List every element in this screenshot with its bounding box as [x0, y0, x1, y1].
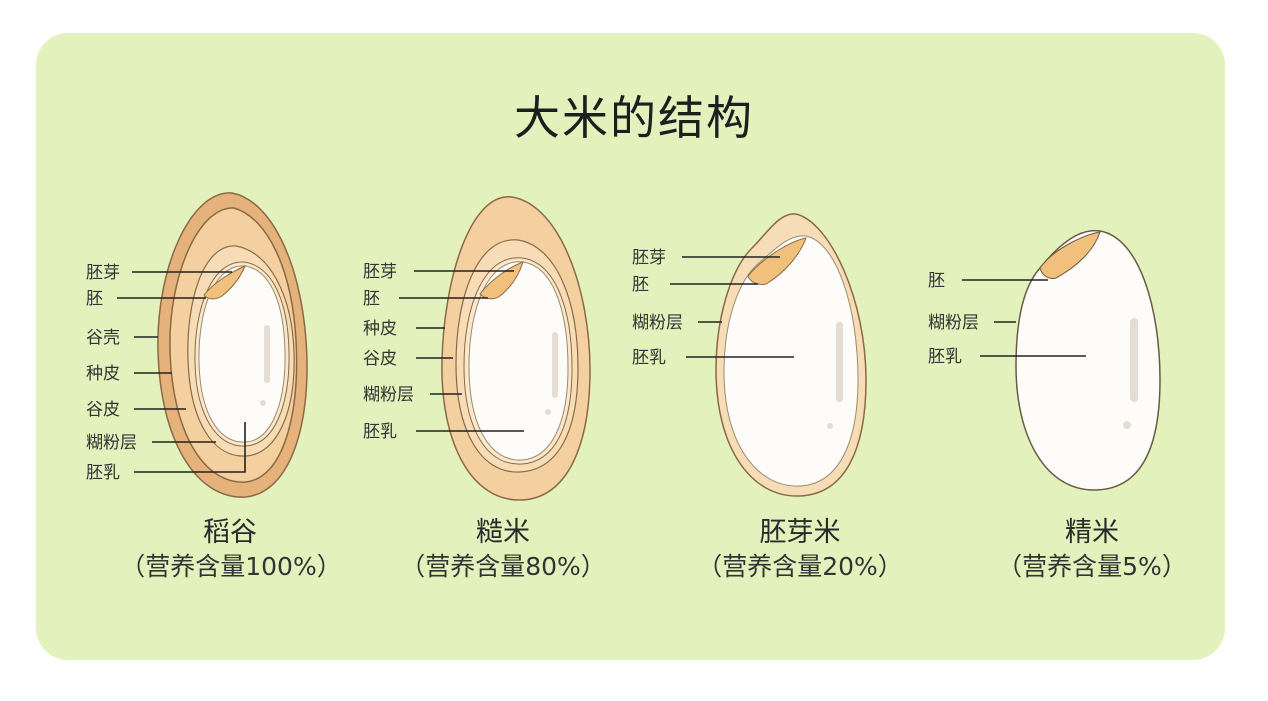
highlight-mark [552, 332, 558, 398]
highlight-dot [1123, 421, 1131, 429]
label-bran: 谷皮 [363, 349, 397, 369]
label-embryo: 胚 [363, 289, 380, 309]
leader-lines [670, 256, 794, 358]
label-endosperm: 胚乳 [928, 347, 962, 367]
label-embryo: 胚 [632, 275, 649, 295]
nutrition-paddy: （营养含量100%） [120, 552, 342, 581]
label-aleurone: 糊粉层 [363, 385, 414, 405]
nutrition-germ-rice: （营养含量20%） [697, 552, 903, 581]
label-endosperm: 胚乳 [86, 463, 120, 483]
embryo [1039, 231, 1101, 279]
endosperm [198, 265, 286, 443]
label-aleurone: 糊粉层 [86, 433, 137, 453]
grain-name-germ-rice: 胚芽米 [759, 517, 841, 548]
nutrition-brown-rice: （营养含量80%） [400, 552, 606, 581]
leader-lines [399, 270, 524, 432]
highlight-dot [827, 423, 833, 429]
highlight-mark [264, 325, 270, 383]
leader-lines [117, 271, 246, 473]
embryo [203, 265, 246, 300]
nutrition-polished-rice: （营养含量5%） [997, 552, 1187, 581]
label-endosperm: 胚乳 [363, 422, 397, 442]
label-embryo: 胚 [86, 289, 103, 309]
highlight-mark [1130, 318, 1138, 402]
grain-polished-rice: 胚 糊粉层 胚乳 [928, 230, 1161, 491]
grain-brown-rice: 胚芽 胚 种皮 谷皮 糊粉层 胚乳 [363, 196, 591, 501]
label-seed-coat: 种皮 [86, 364, 120, 384]
label-husk: 谷壳 [86, 328, 120, 348]
label-aleurone: 糊粉层 [632, 313, 683, 333]
leader-lines [962, 279, 1086, 357]
grain-germ-rice: 胚芽 胚 糊粉层 胚乳 [632, 213, 867, 497]
highlight-dot [545, 409, 551, 415]
highlight-dot [260, 400, 266, 406]
grain-paddy: 胚芽 胚 谷壳 种皮 谷皮 糊粉层 胚乳 [86, 192, 308, 498]
label-endosperm: 胚乳 [632, 348, 666, 368]
label-embryo: 胚 [928, 271, 945, 291]
highlight-mark [836, 322, 843, 402]
page-title: 大米的结构 [514, 91, 754, 145]
label-germ: 胚芽 [363, 262, 397, 282]
label-aleurone: 糊粉层 [928, 313, 979, 333]
embryo [747, 237, 807, 285]
label-germ: 胚芽 [86, 263, 120, 283]
label-bran: 谷皮 [86, 400, 120, 420]
label-germ: 胚芽 [632, 248, 666, 268]
endosperm [723, 235, 859, 487]
label-seed-coat: 种皮 [363, 319, 397, 339]
grain-name-paddy: 稻谷 [203, 517, 257, 548]
grain-name-brown-rice: 糙米 [476, 517, 530, 548]
endosperm [468, 261, 569, 461]
endosperm [1015, 230, 1161, 491]
grain-name-polished-rice: 精米 [1065, 517, 1119, 548]
